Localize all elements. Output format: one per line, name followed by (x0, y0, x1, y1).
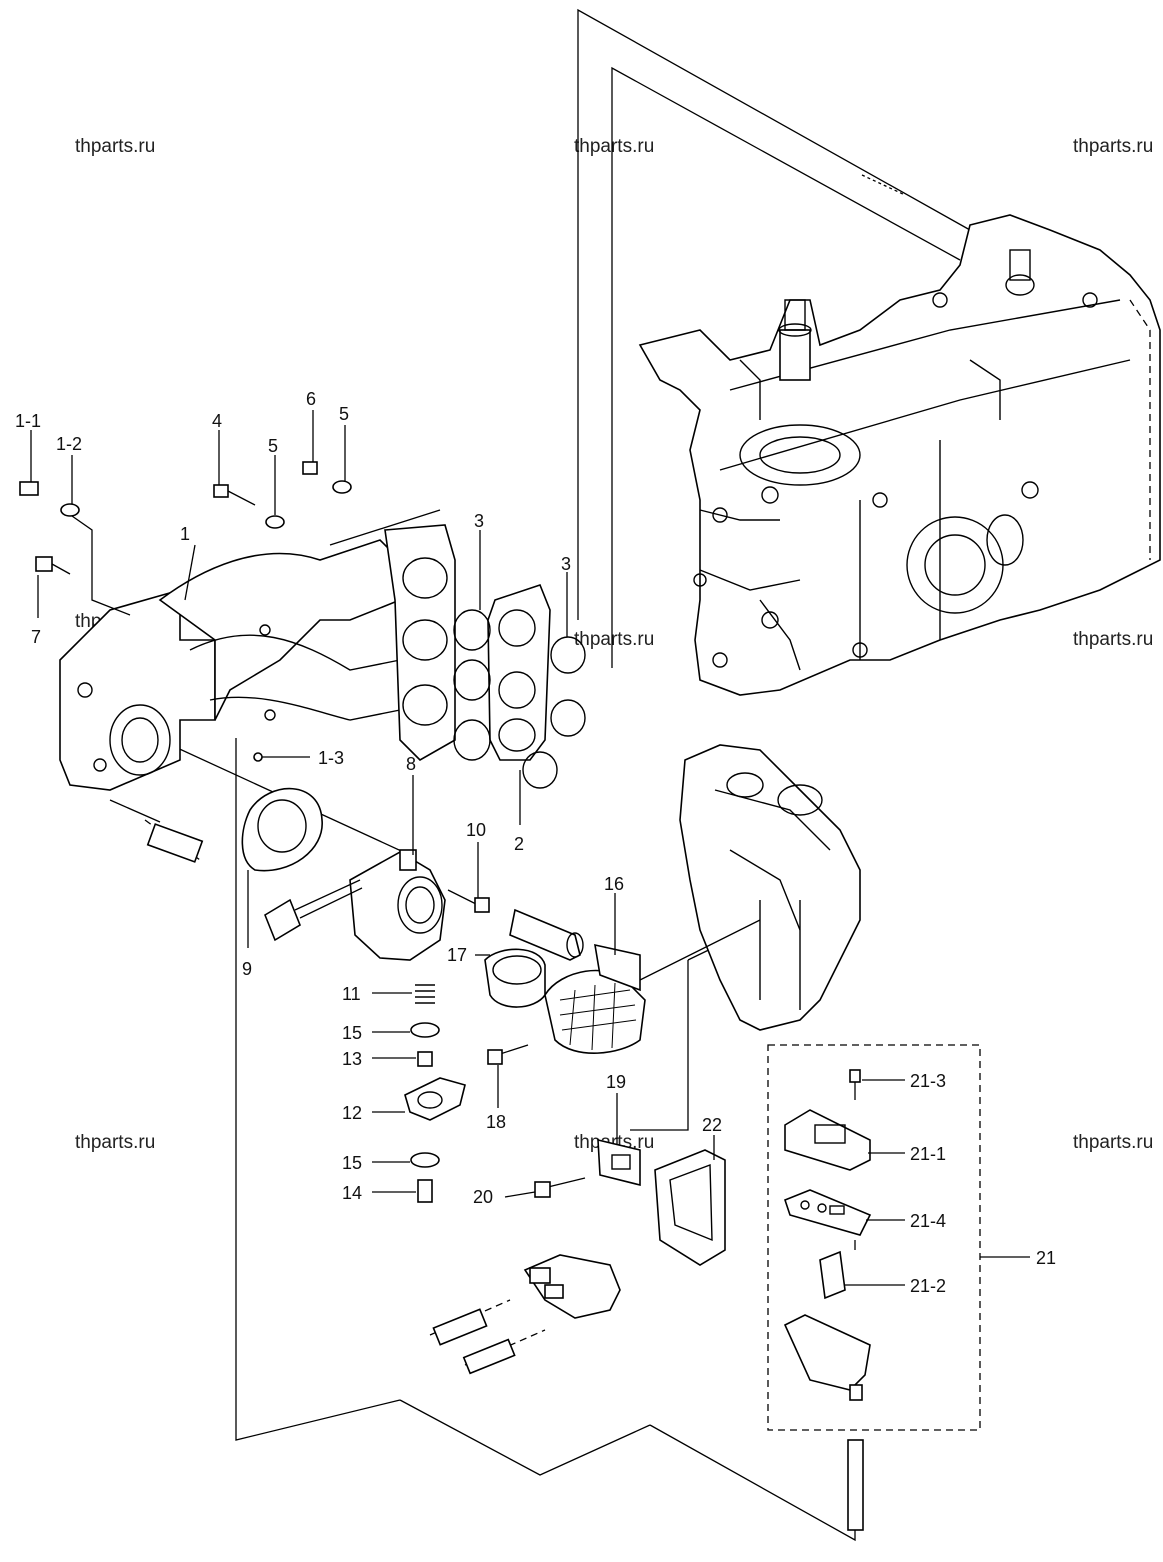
watermark: thparts.ru (1073, 136, 1153, 157)
label-3a: 3 (474, 511, 484, 531)
watermark: thparts.ru (574, 629, 654, 650)
hose-lower (847, 1439, 864, 1531)
label-4: 4 (212, 411, 222, 431)
label-19: 19 (606, 1072, 626, 1092)
throttle-body (264, 849, 446, 961)
bolt-10 (447, 889, 490, 913)
routing-lines (109, 8, 971, 1542)
label-5a: 5 (268, 436, 278, 456)
label-8: 8 (406, 754, 416, 774)
label-20: 20 (473, 1187, 493, 1207)
watermark: thparts.ru (75, 1132, 155, 1153)
label-1-3: 1-3 (318, 748, 344, 768)
label-1-1: 1-1 (15, 411, 41, 431)
label-6: 6 (306, 389, 316, 409)
label-21-2: 21-2 (910, 1276, 946, 1296)
power-head (638, 214, 1161, 696)
gasket-9 (241, 787, 323, 872)
label-5b: 5 (339, 404, 349, 424)
group-21 (767, 1044, 981, 1431)
label-15a: 15 (342, 1023, 362, 1043)
label-1: 1 (180, 524, 190, 544)
cover-22 (654, 1149, 726, 1266)
plate-19 (534, 1138, 641, 1198)
label-18: 18 (486, 1112, 506, 1132)
label-3b: 3 (561, 554, 571, 574)
label-14: 14 (342, 1183, 362, 1203)
watermark: thparts.ru (75, 136, 155, 157)
label-15b: 15 (342, 1153, 362, 1173)
label-21: 21 (1036, 1248, 1056, 1268)
o-rings (453, 609, 586, 789)
label-2: 2 (514, 834, 524, 854)
label-7: 7 (31, 627, 41, 647)
throttle-hardware (404, 984, 466, 1203)
stud (861, 174, 906, 196)
gasket-2 (487, 584, 551, 761)
part-labels: 1-1 1-2 4 5 6 5 1 7 3 3 1-3 2 8 10 9 16 … (15, 389, 1056, 1296)
label-21-3: 21-3 (910, 1071, 946, 1091)
label-21-4: 21-4 (910, 1211, 946, 1231)
watermark: thparts.ru (1073, 1132, 1153, 1153)
label-1-2: 1-2 (56, 434, 82, 454)
watermark: thparts.ru (574, 136, 654, 157)
intake-manifold (59, 524, 456, 863)
label-11: 11 (342, 984, 361, 1004)
watermark: thparts.ru (574, 1132, 654, 1153)
label-9: 9 (242, 959, 252, 979)
label-13: 13 (342, 1049, 362, 1069)
label-10: 10 (466, 820, 486, 840)
valve-assembly (429, 1254, 621, 1375)
label-16: 16 (604, 874, 624, 894)
label-21-1: 21-1 (910, 1144, 946, 1164)
label-22: 22 (702, 1115, 722, 1135)
silencer (484, 943, 646, 1065)
watermark: thparts.ru (1073, 629, 1153, 650)
label-17: 17 (447, 945, 467, 965)
hose (509, 908, 584, 961)
label-12: 12 (342, 1103, 362, 1123)
leader-lines (30, 410, 1030, 1286)
mounting-bracket (639, 744, 861, 1031)
